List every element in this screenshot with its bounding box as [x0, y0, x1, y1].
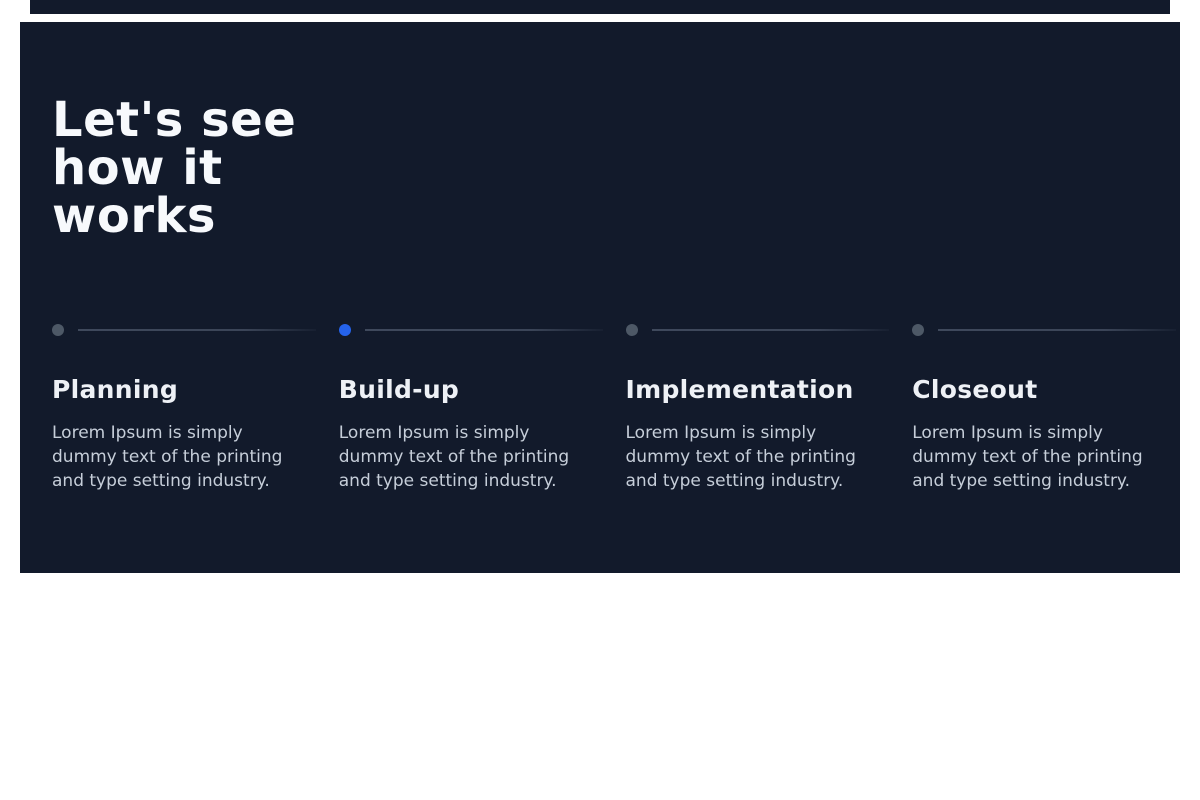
step-marker-row: [338, 324, 603, 336]
how-it-works-section: Let's see how it works Planning Lorem Ip…: [20, 22, 1180, 573]
step-description-line: dummy text of the printing: [912, 447, 1143, 467]
section-title: Let's see how it works: [52, 96, 1176, 240]
step-description-line: Lorem Ipsum is simply: [912, 423, 1103, 443]
step-title: Planning: [52, 375, 179, 404]
step-description-line: dummy text of the printing: [52, 447, 283, 467]
step-column-implementation: Implementation Lorem Ipsum is simply dum…: [625, 324, 890, 493]
step-connector-line: [364, 329, 603, 331]
step-title: Closeout: [912, 375, 1038, 404]
step-connector-line: [938, 329, 1176, 331]
step-description: Lorem Ipsum is simply dummy text of the …: [912, 421, 1176, 493]
step-connector-line: [651, 329, 890, 331]
step-description-line: dummy text of the printing: [625, 447, 856, 467]
step-column-build-up: Build-up Lorem Ipsum is simply dummy tex…: [338, 324, 603, 493]
step-description-line: and type setting industry.: [625, 471, 844, 491]
step-connector-line: [78, 329, 316, 331]
steps-timeline: Planning Lorem Ipsum is simply dummy tex…: [52, 324, 1176, 493]
step-dot: [52, 324, 64, 336]
section-title-line: Let's see: [52, 92, 297, 148]
section-title-line: works: [52, 188, 216, 244]
step-dot: [338, 324, 351, 336]
previous-section-edge: [30, 0, 1170, 14]
step-dot: [625, 324, 638, 336]
step-description-line: and type setting industry.: [338, 471, 557, 491]
step-marker-row: [52, 324, 316, 336]
step-description-line: Lorem Ipsum is simply: [52, 423, 243, 443]
step-description-line: Lorem Ipsum is simply: [338, 423, 530, 443]
step-description-line: and type setting industry.: [912, 471, 1130, 491]
step-description: Lorem Ipsum is simply dummy text of the …: [339, 421, 603, 493]
step-marker-row: [912, 324, 1176, 336]
step-column-planning: Planning Lorem Ipsum is simply dummy tex…: [52, 324, 316, 493]
section-title-line: how it: [52, 140, 223, 196]
step-description: Lorem Ipsum is simply dummy text of the …: [52, 421, 316, 493]
step-title: Build-up: [338, 375, 460, 404]
step-description-line: Lorem Ipsum is simply: [625, 423, 817, 443]
step-column-closeout: Closeout Lorem Ipsum is simply dummy tex…: [912, 324, 1176, 493]
step-description: Lorem Ipsum is simply dummy text of the …: [626, 421, 890, 493]
step-marker-row: [625, 324, 890, 336]
step-title: Implementation: [625, 375, 854, 404]
step-dot: [912, 324, 925, 336]
step-description-line: and type setting industry.: [52, 471, 270, 491]
step-description-line: dummy text of the printing: [338, 447, 570, 467]
